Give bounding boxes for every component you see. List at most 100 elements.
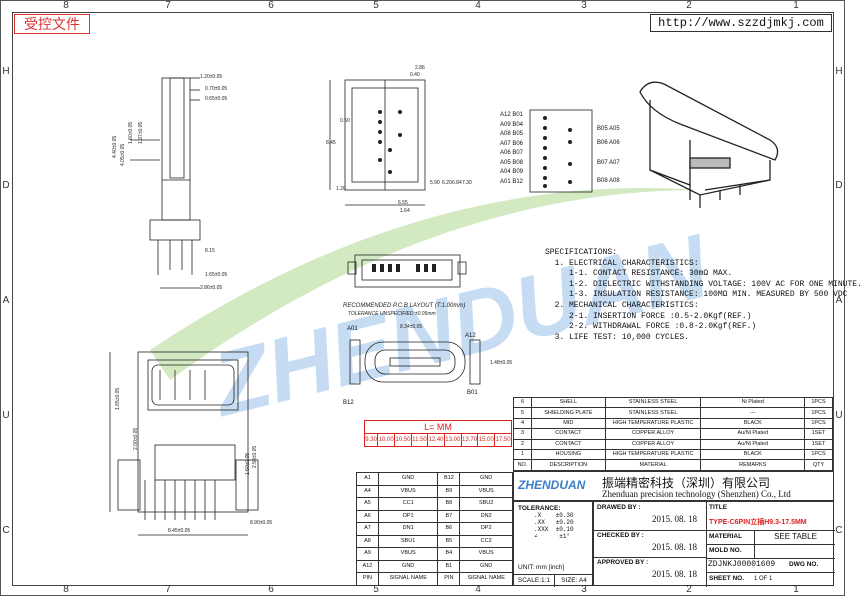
- dim-050: 0.50: [340, 118, 350, 124]
- dim-590: 5.90: [430, 180, 440, 186]
- front-dim-148: 1.48±0.05: [490, 360, 513, 366]
- bom-cell: HOUSING: [530, 448, 606, 461]
- bottom-dimension: 2.50±0.05: [252, 445, 258, 468]
- checked-by-label: CHECKED BY :: [597, 532, 644, 539]
- bom-cell: COPPER ALLOY: [604, 438, 702, 450]
- tolerance-line: .X ±0.30: [534, 512, 574, 519]
- row-letter: A: [2, 295, 10, 306]
- column-number: 4: [475, 0, 481, 11]
- website-url[interactable]: http://www.szzdjmkj.com: [650, 14, 832, 32]
- pin-cell: DN1: [377, 522, 439, 536]
- row-letter: U: [2, 410, 10, 421]
- bottom-dimension: 8.90±0.05: [250, 520, 273, 526]
- bom-cell: CONTACT: [530, 428, 606, 440]
- scale-label: SCALE:1:1: [514, 574, 555, 587]
- pin-cell: VBUS: [377, 484, 439, 498]
- length-value: 10.50: [394, 433, 412, 447]
- dim-164: 1.64: [400, 208, 410, 214]
- bom-cell: SHELL: [530, 396, 606, 409]
- pin-cell: A1: [356, 472, 379, 486]
- company-logo: ZHENDUAN: [518, 478, 586, 492]
- bom-cell: 1PCS: [804, 407, 833, 419]
- pin-cell: VBUS: [377, 547, 439, 561]
- pin-cell: B6: [437, 522, 461, 536]
- bom-cell: 6: [513, 396, 532, 409]
- length-value: 12.40: [427, 433, 445, 447]
- front-label-b12: B12: [343, 400, 354, 406]
- column-number: 5: [373, 584, 379, 595]
- tolerance-values: .X ±0.30.XX ±0.20.XXX ±0.10∠ ±1°: [534, 512, 574, 540]
- dwg-no-label: DWG NO.: [789, 561, 819, 568]
- pad-label: A08 B05: [500, 131, 524, 137]
- dim-730: 7.30: [462, 180, 472, 186]
- column-number: 6: [268, 584, 274, 595]
- pin-cell: PIN: [437, 572, 461, 586]
- length-value: 11.50: [410, 433, 429, 447]
- front-label-a12: A12: [465, 333, 476, 339]
- pcb-layout-title: RECOMMENDED P.C.B LAYOUT (T:1.00mm): [343, 303, 466, 309]
- bottom-dimension: 1.50±0.05: [245, 452, 251, 475]
- length-table-title: L= MM: [364, 420, 512, 434]
- spec-line: 2-1. INSERTION FORCE :0.5-2.0Kgf(REF.): [545, 311, 752, 321]
- bom-cell: 1PCS: [804, 417, 833, 430]
- pin-cell: B4: [437, 547, 461, 561]
- pin-cell: GND: [377, 559, 439, 573]
- length-value: 13.00: [443, 433, 462, 447]
- pin-cell: GND: [459, 559, 513, 573]
- dim-120: 1.20: [336, 186, 346, 192]
- column-number: 1: [793, 0, 799, 11]
- top-view-holes: [378, 110, 402, 174]
- bom-cell: MATERIAL: [604, 459, 702, 471]
- pin-cell: A4: [356, 484, 379, 498]
- pin-cell: VBUS: [459, 547, 513, 561]
- bom-cell: STAINLESS STEEL: [604, 396, 702, 409]
- approval-block: DRAWED BY : 2015. 08. 18 CHECKED BY : 20…: [593, 501, 835, 587]
- mold-no-label: MOLD NO.: [709, 547, 742, 554]
- bom-cell: 4: [513, 417, 532, 430]
- pin-cell: A8: [356, 534, 379, 548]
- material-label: MATERIAL: [709, 533, 743, 540]
- pin-cell: VBUS: [459, 484, 513, 498]
- spec-line: 2-2. WITHDRAWAL FORCE :0.8-2.0Kgf(REF.): [545, 322, 757, 332]
- tolerance-block: TOLERANCE: .X ±0.30.XX ±0.20.XXX ±0.10∠ …: [513, 501, 594, 587]
- specifications-block: SPECIFICATIONS: 1. ELECTRICAL CHARACTERI…: [545, 248, 862, 343]
- bom-cell: BLACK: [700, 417, 806, 430]
- spec-line: 1-2. DIELECTRIC WITHSTANDING VOLTAGE: 10…: [545, 279, 862, 289]
- row-letter: C: [835, 525, 843, 536]
- pad-label: A05 B08: [500, 159, 524, 166]
- row-letter: H: [835, 66, 843, 77]
- bom-cell: MID: [530, 417, 606, 430]
- bom-cell: 1SET: [804, 438, 833, 450]
- bom-cell: Ni Plated: [700, 396, 806, 409]
- bom-cell: ---: [700, 407, 806, 419]
- front-label-b01: B01: [467, 390, 478, 396]
- bom-cell: Au/Ni Plated: [700, 438, 806, 450]
- pad-label: B07 A07: [597, 160, 620, 166]
- column-number: 2: [686, 584, 692, 595]
- front-view: [349, 339, 481, 385]
- pin-cell: A5: [356, 497, 379, 511]
- column-number: 2: [686, 0, 692, 11]
- pad-label: A04 B09: [500, 169, 524, 175]
- column-number: 8: [63, 0, 69, 11]
- column-number: 3: [581, 584, 587, 595]
- length-value: 13.70: [460, 433, 479, 447]
- spec-line: 2. MECHANICAL CHARACTERISTICS:: [545, 300, 699, 310]
- row-letter: D: [2, 180, 10, 191]
- pcb-pad-map: [529, 109, 593, 193]
- side-view: [130, 77, 201, 289]
- bom-cell: BLACK: [700, 448, 806, 461]
- bottom-dimension: 8.45±0.05: [168, 528, 191, 534]
- pin-cell: B1: [437, 559, 461, 573]
- pin-cell: B9: [437, 484, 461, 498]
